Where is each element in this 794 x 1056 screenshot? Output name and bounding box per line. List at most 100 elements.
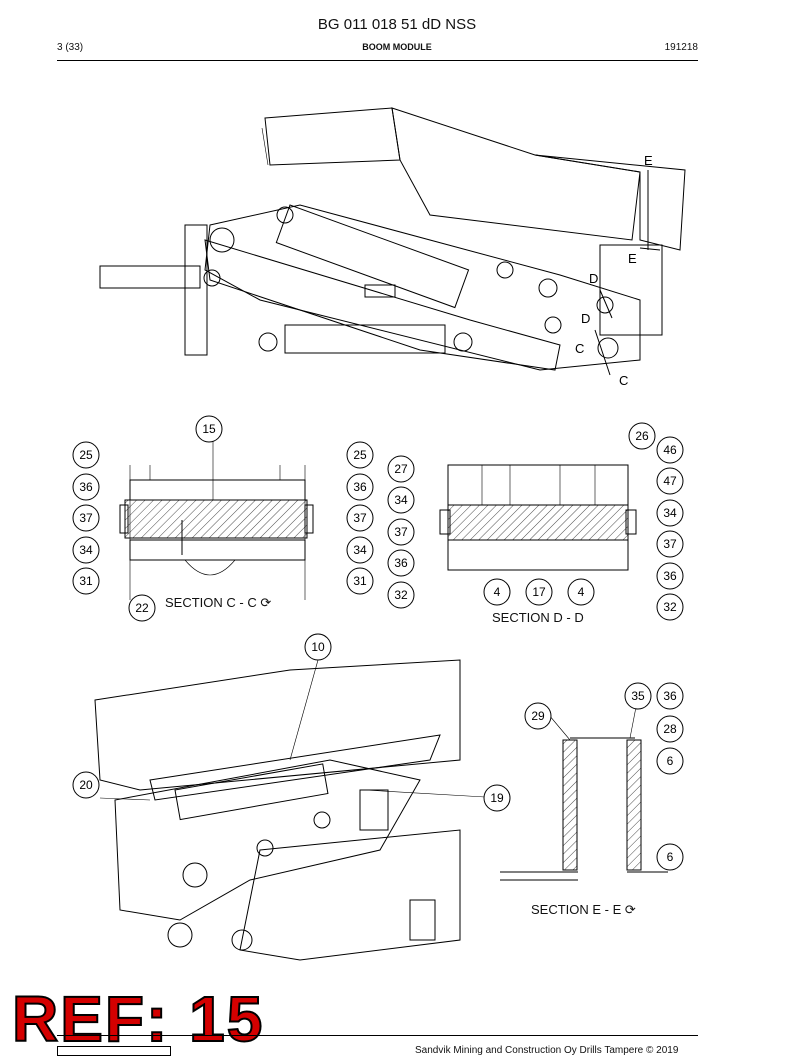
document-date: 191218	[664, 42, 698, 53]
boom-overview-drawing	[99, 107, 686, 376]
callout-34-right: 34	[346, 536, 374, 564]
svg-text:34: 34	[394, 493, 408, 507]
svg-text:31: 31	[79, 574, 93, 588]
callout-25-right: 25	[346, 441, 374, 469]
callout-34-left: 34	[72, 536, 100, 564]
detail-callouts: 10 20 19	[72, 633, 511, 812]
svg-text:4: 4	[494, 585, 501, 599]
footer-copyright: Sandvik Mining and Construction Oy Drill…	[415, 1045, 679, 1056]
section-c-drawing	[119, 440, 314, 600]
svg-text:32: 32	[663, 600, 677, 614]
rotate-icon: ⟳	[260, 595, 272, 610]
svg-text:34: 34	[353, 543, 367, 557]
marker-d-top: D	[589, 271, 598, 286]
section-e-callouts: 35 36 29 28 6 6	[524, 682, 684, 871]
svg-text:46: 46	[663, 443, 677, 457]
section-e-label: SECTION E - E ⟳	[531, 902, 636, 917]
view-markers: E E D D C C	[575, 153, 653, 388]
callout-32-left: 32	[387, 581, 415, 609]
callout-17: 17	[525, 578, 553, 606]
callout-37-left: 37	[387, 518, 415, 546]
callout-6-upper: 6	[656, 747, 684, 775]
callout-20: 20	[72, 771, 100, 799]
section-d-callouts: 26 46 27 47 34 34 37 37 36 36 32 4 17 4 …	[387, 422, 684, 621]
section-c-callouts: 15 25 25 36 36 37 37 34 34 31 31 22	[72, 415, 374, 622]
marker-d-bottom: D	[581, 311, 590, 326]
svg-text:15: 15	[202, 422, 216, 436]
section-c-label: SECTION C - C ⟳	[165, 595, 272, 610]
callout-34-right: 34	[656, 499, 684, 527]
svg-text:36: 36	[394, 556, 408, 570]
svg-text:25: 25	[79, 448, 93, 462]
callout-36-left: 36	[72, 473, 100, 501]
svg-text:34: 34	[79, 543, 93, 557]
callout-47: 47	[656, 467, 684, 495]
svg-text:10: 10	[311, 640, 325, 654]
svg-text:19: 19	[490, 791, 504, 805]
svg-text:37: 37	[353, 511, 367, 525]
callout-37-left: 37	[72, 504, 100, 532]
callout-35: 35	[624, 682, 652, 710]
callout-19: 19	[483, 784, 511, 812]
marker-c-top: C	[575, 341, 584, 356]
svg-text:34: 34	[663, 506, 677, 520]
callout-34-left: 34	[387, 486, 415, 514]
svg-text:47: 47	[663, 474, 677, 488]
document-id: BG 011 018 51 dD NSS	[317, 16, 477, 33]
svg-text:35: 35	[631, 689, 645, 703]
svg-text:20: 20	[79, 778, 93, 792]
svg-text:28: 28	[663, 722, 677, 736]
company-logo	[57, 1046, 171, 1056]
callout-31-right: 31	[346, 567, 374, 595]
svg-text:6: 6	[667, 754, 674, 768]
callout-36-left: 36	[387, 549, 415, 577]
svg-text:4: 4	[578, 585, 585, 599]
svg-text:37: 37	[79, 511, 93, 525]
callout-36: 36	[656, 682, 684, 710]
callout-22: 22	[128, 594, 156, 622]
section-d-drawing	[439, 464, 637, 571]
callout-25-left: 25	[72, 441, 100, 469]
callout-28: 28	[656, 715, 684, 743]
footer-rule	[57, 1035, 698, 1036]
svg-text:36: 36	[353, 480, 367, 494]
svg-text:36: 36	[663, 689, 677, 703]
callout-6-lower: 6	[656, 843, 684, 871]
svg-text:26: 26	[635, 429, 649, 443]
callout-4-right: 4	[567, 578, 595, 606]
svg-text:31: 31	[353, 574, 367, 588]
svg-text:22: 22	[135, 601, 149, 615]
callout-15: 15	[195, 415, 223, 443]
callout-4-left: 4	[483, 578, 511, 606]
svg-text:29: 29	[531, 709, 545, 723]
callout-10: 10	[304, 633, 332, 661]
header-rule	[57, 60, 698, 61]
svg-text:36: 36	[79, 480, 93, 494]
svg-text:6: 6	[667, 850, 674, 864]
marker-e-top: E	[644, 153, 653, 168]
svg-text:27: 27	[394, 462, 408, 476]
callout-29: 29	[524, 702, 552, 730]
callout-37-right: 37	[656, 530, 684, 558]
module-title: BOOM MODULE	[362, 42, 432, 52]
svg-text:17: 17	[532, 585, 546, 599]
callout-46: 46	[656, 436, 684, 464]
svg-text:25: 25	[353, 448, 367, 462]
svg-text:36: 36	[663, 569, 677, 583]
reference-watermark: REF: 15	[11, 982, 265, 1056]
callout-37-right: 37	[346, 504, 374, 532]
page-number: 3 (33)	[57, 42, 84, 53]
callout-36-right: 36	[346, 473, 374, 501]
svg-text:37: 37	[394, 525, 408, 539]
svg-text:32: 32	[394, 588, 408, 602]
marker-c-bottom: C	[619, 373, 628, 388]
section-d-label: SECTION D - D	[492, 610, 584, 625]
callout-36-right: 36	[656, 562, 684, 590]
callout-27: 27	[387, 455, 415, 483]
svg-text:37: 37	[663, 537, 677, 551]
callout-26: 26	[628, 422, 656, 450]
callout-32-right: 32	[656, 593, 684, 621]
section-e-drawing	[500, 706, 668, 881]
rotate-icon: ⟳	[624, 902, 636, 917]
